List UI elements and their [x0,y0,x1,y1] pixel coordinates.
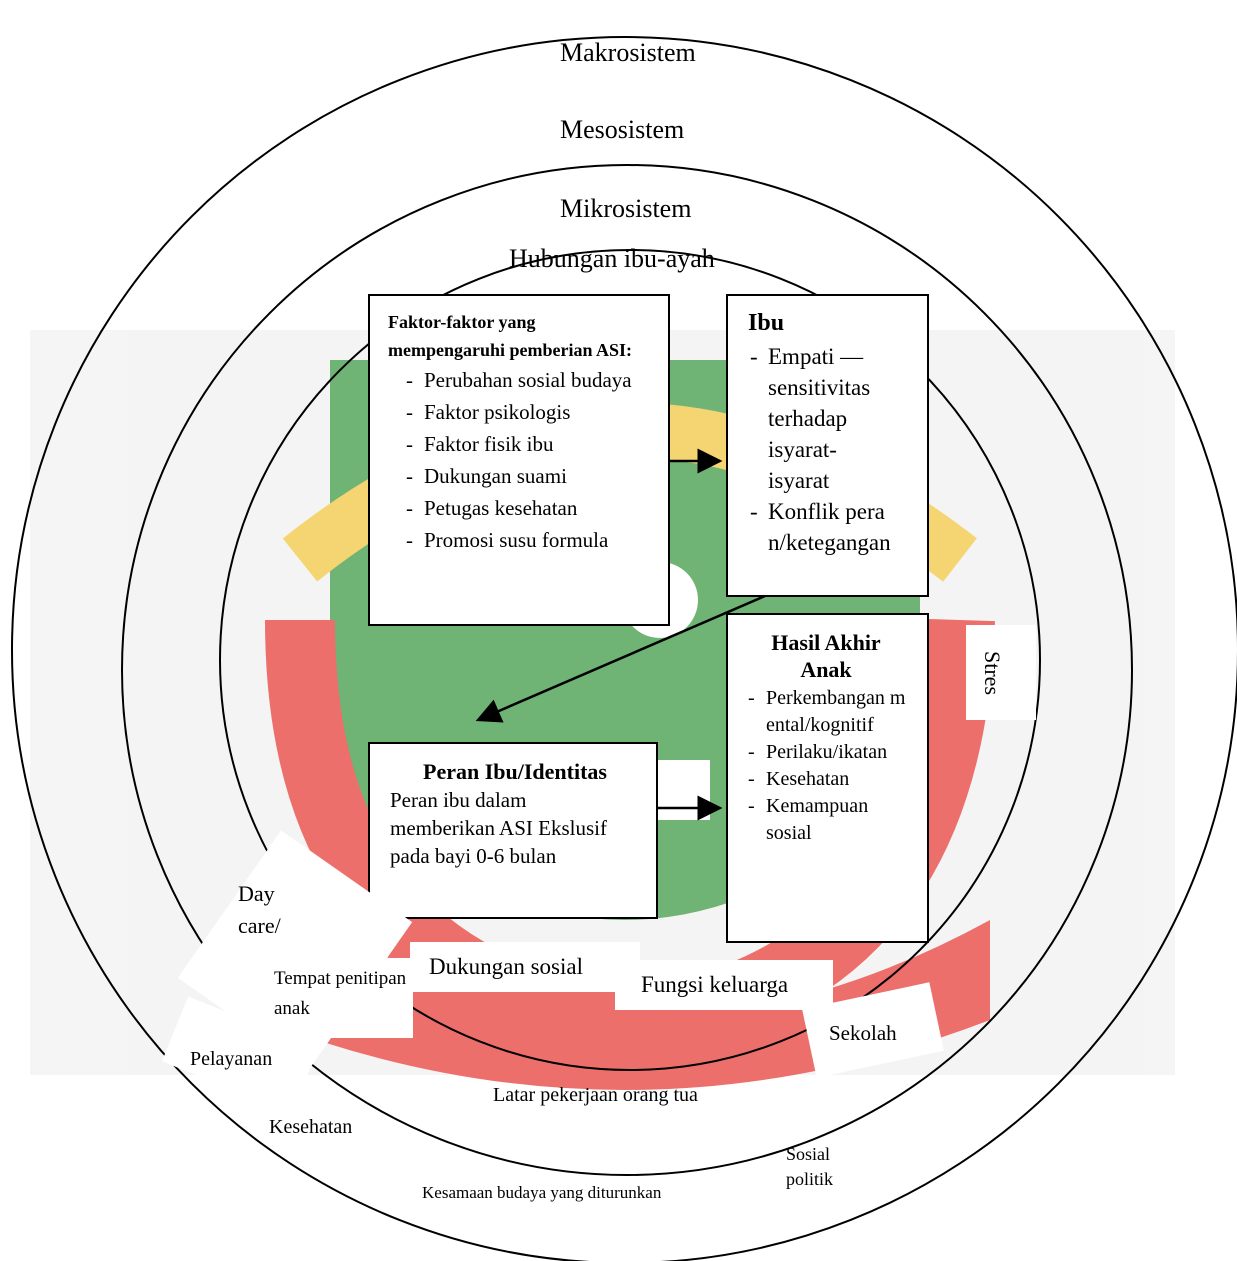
peran-ibu-box: Peran Ibu/Identitas Peran ibu dalam memb… [368,742,658,919]
faktor-list: Perubahan sosial budaya Faktor psikologi… [404,364,644,556]
mikrosistem-label: Mikrosistem [560,194,692,223]
list-item: Faktor fisik ibu [404,428,644,460]
list-item: Perkembangan mental/kognitif [746,685,911,739]
hubungan-label: Hubungan ibu-ayah [509,244,715,273]
list-item: Faktor psikologis [404,396,644,428]
stres-label: Stres [980,651,1005,695]
ibu-list: Empati — sensitivitas terhadap isyarat-i… [748,341,898,558]
peran-title: Peran Ibu/Identitas [423,759,607,784]
list-item: Perilaku/ikatan [746,739,911,766]
ibu-box: Ibu Empati — sensitivitas terhadap isyar… [726,294,929,597]
hasil-title: Hasil Akhir Anak [771,630,881,682]
list-item: Empati — sensitivitas terhadap isyarat-i… [748,341,898,496]
mesosistem-circle [121,164,1133,1176]
list-item: Perubahan sosial budaya [404,364,644,396]
list-item: Promosi susu formula [404,524,644,556]
tempat-panel [258,958,413,1038]
list-item: Kesehatan [746,766,911,793]
hasil-list: Perkembangan mental/kognitif Perilaku/ik… [746,685,911,847]
fungsi-keluarga-label: Fungsi keluarga [641,972,789,997]
kesamaan-budaya-label: Kesamaan budaya yang diturunkan [422,1183,662,1202]
pelayanan-label: Pelayanan [190,1048,273,1070]
peran-text: Peran ibu dalam memberikan ASI Ekslusif … [390,788,607,868]
tempat-label: Tempat penitipan anak [274,968,407,1019]
mikrosistem-circle [219,249,1041,1071]
day-care-label: Day care/ [238,881,281,938]
dukungan-panel [410,942,640,992]
fungsi-panel [615,960,833,1010]
list-item: Petugas kesehatan [404,492,644,524]
arrow-ibu-to-peran [475,594,766,723]
makrosistem-label: Makrosistem [560,38,696,67]
latar-pekerjaan-label: Latar pekerjaan orang tua [493,1084,698,1106]
list-item: Dukungan suami [404,460,644,492]
list-item: Kemampuan sosial [746,793,911,847]
sosial-politik-label: Sosial politik [786,1144,834,1189]
sekolah-label: Sekolah [829,1021,897,1045]
stres-panel [966,625,1036,720]
makrosistem-circle [11,36,1237,1261]
hasil-akhir-box: Hasil Akhir Anak Perkembangan mental/kog… [726,613,929,943]
dukungan-sosial-label: Dukungan sosial [429,954,583,979]
faktor-title: Faktor-faktor yang mempengaruhi pemberia… [388,312,633,360]
mesosistem-label: Mesosistem [560,115,685,144]
kesehatan-label: Kesehatan [269,1116,353,1138]
list-item: Konflik peran/ketegangan [748,496,898,558]
ibu-title: Ibu [748,310,785,336]
faktor-box: Faktor-faktor yang mempengaruhi pemberia… [368,294,670,626]
